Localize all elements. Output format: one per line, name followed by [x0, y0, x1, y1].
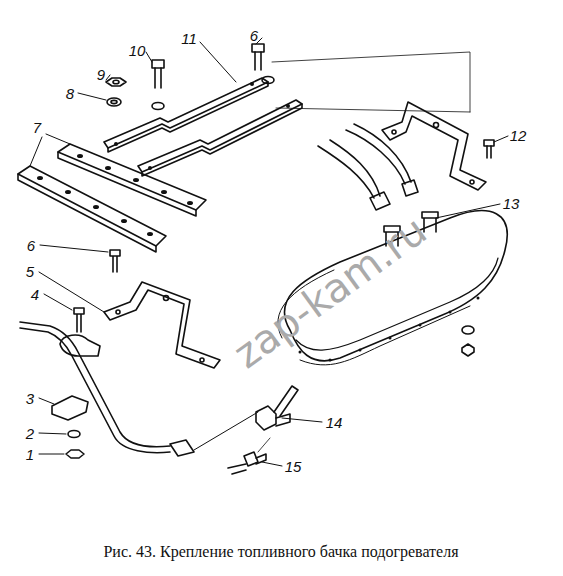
leader-lines — [30, 38, 508, 466]
callout-number: 12 — [510, 128, 527, 143]
callout-number: 6 — [250, 28, 258, 43]
callout-number: 8 — [66, 86, 74, 101]
tank-pipes — [318, 124, 418, 210]
callout-number: 10 — [129, 43, 146, 58]
bracket-lower — [104, 250, 220, 368]
callout-number: 3 — [26, 391, 34, 406]
fasteners-top — [106, 44, 494, 158]
callout-number: 1 — [26, 447, 34, 462]
bracket-upper — [382, 102, 486, 190]
callout-number: 7 — [33, 120, 41, 135]
callout-number: 11 — [181, 31, 197, 46]
assembly-lines — [272, 52, 470, 112]
strip-bars — [104, 78, 302, 176]
callout-number: 2 — [26, 426, 34, 441]
callout-number: 4 — [31, 287, 39, 302]
callout-number: 14 — [326, 415, 343, 430]
callout-number: 15 — [285, 459, 302, 474]
callout-number: 13 — [503, 196, 520, 211]
callout-number: 9 — [97, 67, 105, 82]
fuel-pipe — [20, 308, 258, 458]
callout-number: 6 — [27, 238, 35, 253]
figure-caption: Рис. 43. Крепление топливного бачка подо… — [103, 544, 458, 560]
callout-number: 5 — [26, 264, 34, 279]
